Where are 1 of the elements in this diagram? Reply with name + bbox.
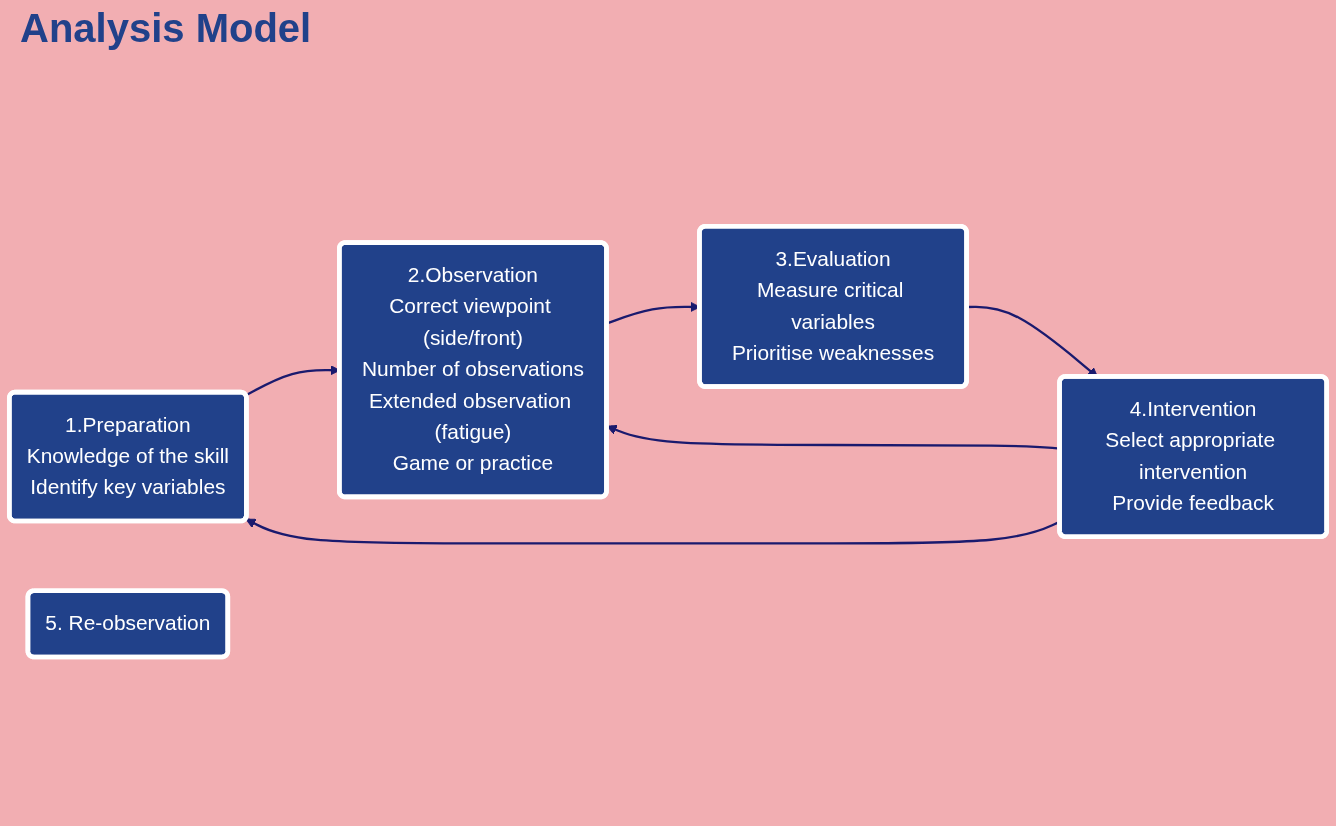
title: Analysis Model: [20, 6, 312, 51]
